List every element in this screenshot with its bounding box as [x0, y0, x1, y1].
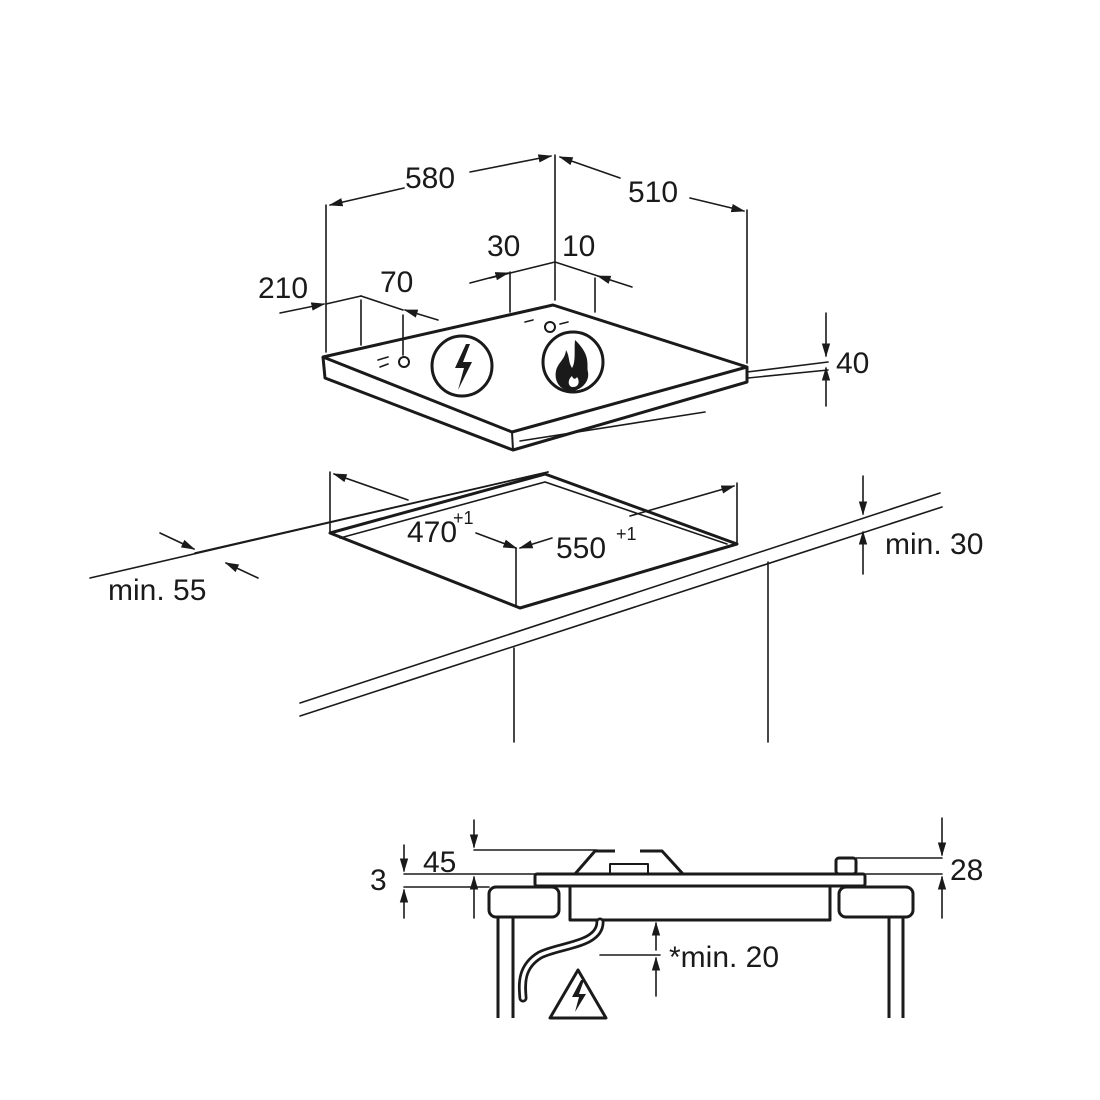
- hob-view: 580 510 30 10 210 70 40: [258, 154, 869, 452]
- dim-210-arrow: [279, 302, 326, 314]
- dim-min30-label: min. 30: [885, 528, 983, 561]
- cutout-inner-shadow: [339, 481, 728, 545]
- dim-580-label: 580: [405, 162, 455, 195]
- dim-470-tolerance: +1: [453, 508, 474, 528]
- hob-side-cable: [746, 361, 829, 379]
- ext-lines-top: [325, 154, 748, 364]
- dim-min55-label: min. 55: [108, 574, 206, 607]
- dim-10-arrow: [596, 275, 633, 288]
- hob-top-surface: [321, 303, 749, 434]
- dim-470-label: 470: [407, 516, 457, 549]
- section-ref-lines: [403, 849, 943, 956]
- dim-min55-back-arrow: [159, 532, 196, 550]
- dim-70-line: [360, 295, 404, 311]
- section-cabinet-sides: [496, 918, 905, 1018]
- hob-knob-ticks-back: [524, 319, 569, 325]
- ext-lines-cutout: [329, 471, 738, 607]
- dim-580-right-arrow: [469, 154, 553, 173]
- cabinet-legs: [513, 561, 769, 743]
- electric-warning-triangle-icon: [548, 968, 608, 1020]
- hob-front-edge: [321, 356, 749, 452]
- dim-min20-label: *min. 20: [669, 941, 779, 974]
- flame-circle-icon: [541, 330, 605, 394]
- worktop-left-edge: [194, 471, 549, 554]
- dim-470-back-arrow: [332, 473, 409, 501]
- section-burner-cap: [609, 863, 649, 875]
- hob-knob-hole-front: [398, 356, 410, 368]
- dim-210-label: 210: [258, 272, 308, 305]
- dim-210-line: [325, 295, 362, 305]
- dim-550-back-arrow: [629, 485, 736, 517]
- dim-45-label: 45: [423, 846, 456, 879]
- section-knob: [834, 856, 858, 876]
- dim-min55-front-arrow: [224, 562, 259, 579]
- dim-510-left-arrow: [558, 156, 621, 179]
- worktop-front-edge-bottom: [299, 506, 943, 717]
- section-worktop-left: [487, 885, 561, 919]
- section-pan-support: [573, 849, 685, 876]
- dim-510-right-arrow: [689, 197, 746, 213]
- dim-10-line: [554, 261, 599, 277]
- dim-40-label: 40: [836, 347, 869, 380]
- dim-10-label: 10: [562, 230, 595, 263]
- dim-3-label: 3: [370, 864, 387, 897]
- dim-550-label: 550: [556, 532, 606, 565]
- section-view: 3 45 28 *min. 20: [370, 817, 983, 1020]
- hob-underside: [519, 411, 706, 442]
- dim-510-label: 510: [628, 176, 678, 209]
- dim-70-arrow: [403, 309, 439, 321]
- dim-70-label: 70: [380, 266, 413, 299]
- dim-580-left-arrow: [328, 187, 405, 207]
- hob-knob-hole-back: [544, 321, 556, 333]
- worktop-front-edge-top: [299, 492, 941, 704]
- dim-550-tolerance: +1: [616, 524, 637, 544]
- lightning-circle-icon: [430, 334, 494, 398]
- section-worktop-right: [837, 885, 915, 919]
- dim-28-label: 28: [950, 854, 983, 887]
- hob-knob-ticks-front: [377, 356, 389, 368]
- section-hob-plate: [533, 872, 867, 888]
- dim-470-front-arrow: [475, 532, 518, 549]
- worktop-view: 470 +1 550 +1 min. 55 min. 30: [89, 471, 983, 743]
- section-hob-body: [568, 886, 832, 922]
- dim-550-front-arrow: [518, 537, 553, 549]
- dim-30-arrow: [469, 272, 510, 284]
- hob-base: [511, 431, 514, 451]
- dim-30-label: 30: [487, 230, 520, 263]
